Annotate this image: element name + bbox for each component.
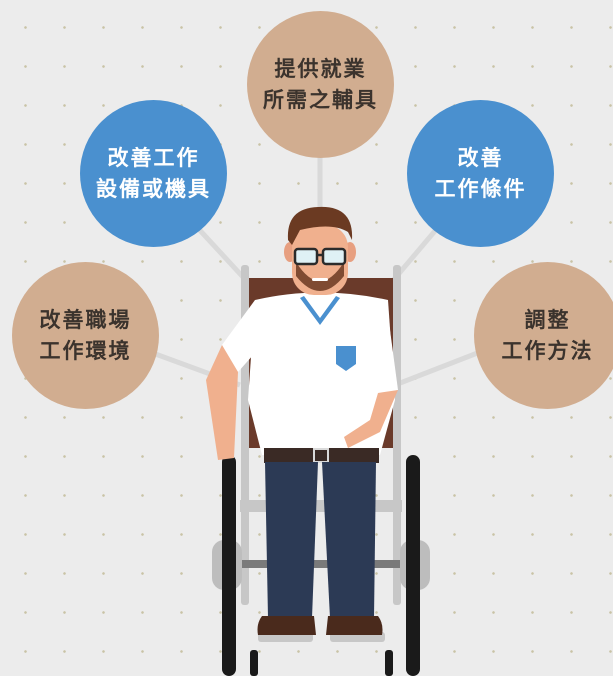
bubble-right-line2: 工作方法 (501, 338, 594, 363)
bubble-provide-assistive-devices: 提供就業 所需之輔具 (247, 11, 394, 158)
bubble-adjust-work-methods: 調整 工作方法 (474, 262, 613, 409)
chair-frame-right (393, 265, 401, 605)
left-leg (265, 462, 318, 618)
bubble-improve-work-environment: 改善職場 工作環境 (12, 262, 159, 409)
person (206, 206, 398, 635)
chair-cross-bar (222, 560, 422, 568)
bubble-improve-equipment: 改善工作 設備或機具 (80, 100, 227, 247)
belt (264, 448, 379, 463)
collar (300, 296, 340, 325)
hair (287, 206, 353, 245)
left-forearm (206, 345, 238, 460)
bubble-top-line2: 所需之輔具 (263, 87, 378, 112)
wheel-right (406, 455, 420, 676)
shirt (248, 292, 395, 455)
bubble-top-line1: 提供就業 (274, 56, 367, 81)
bubble-upper-left-line2: 設備或機具 (96, 176, 211, 201)
bubble-upper-right-line2: 工作條件 (434, 176, 527, 201)
wheel-left (222, 455, 236, 676)
bubble-left-line1: 改善職場 (39, 307, 132, 332)
caster-left (250, 650, 258, 676)
right-forearm (344, 390, 398, 448)
right-leg (322, 462, 376, 618)
bubble-right-line1: 調整 (524, 307, 571, 332)
mouth (312, 278, 328, 281)
glasses-left-lens (293, 247, 319, 266)
right-sleeve (372, 300, 398, 395)
beard (296, 262, 344, 291)
glasses-right-lens (321, 247, 347, 266)
shirt-pocket (336, 346, 356, 371)
connector-right (394, 349, 481, 388)
belt-buckle (313, 448, 329, 463)
bubble-improve-work-conditions: 改善 工作條件 (407, 100, 554, 247)
chair-seat (240, 500, 402, 512)
right-shoe (326, 616, 383, 635)
left-sleeve (222, 300, 262, 372)
bubble-left-line2: 工作環境 (39, 338, 132, 363)
left-shoe (257, 616, 316, 635)
bubble-upper-left-line1: 改善工作 (107, 145, 200, 170)
caster-right (385, 650, 393, 676)
bubble-upper-right-line1: 改善 (457, 145, 504, 170)
